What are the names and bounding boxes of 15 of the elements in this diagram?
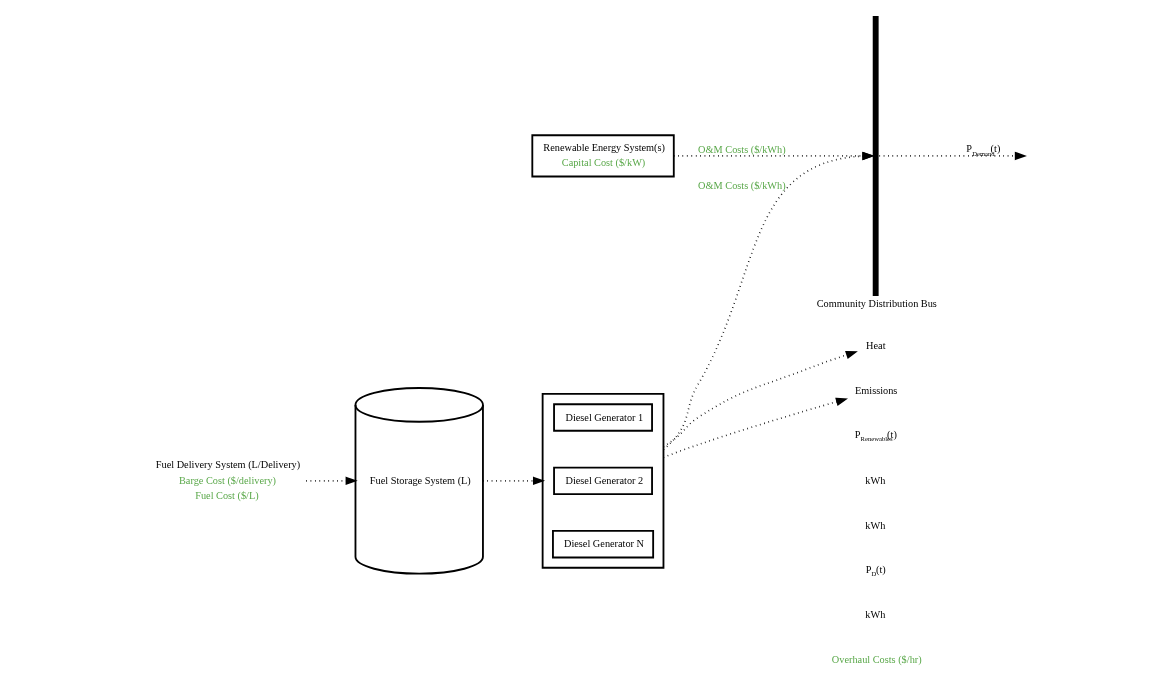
node-label: Fuel Cost ($/L) — [194, 490, 259, 502]
node-text: Fuel Delivery System (L/Delivery) — [155, 459, 300, 471]
label: Overhaul Costs ($/hr) — [831, 654, 922, 666]
edge-label: P$_{Demand}$(t) — [965, 143, 1000, 157]
label: kWh — [864, 474, 885, 486]
label: kWh — [864, 609, 885, 621]
node-label: Community Distribution Bus — [816, 298, 937, 310]
label: P$_{Renewables}$(t) — [854, 428, 897, 443]
edge-label: O&M Costs ($/kWh) — [697, 180, 786, 192]
node-text: Heat — [865, 340, 886, 352]
node-text: Emissions — [854, 385, 897, 397]
node-label: Barge Cost ($/delivery) — [178, 474, 276, 486]
label: kWh — [864, 519, 885, 531]
label: P$_{D}$(t) — [865, 563, 886, 578]
edge-label: O&M Costs ($/kWh) — [697, 144, 786, 156]
